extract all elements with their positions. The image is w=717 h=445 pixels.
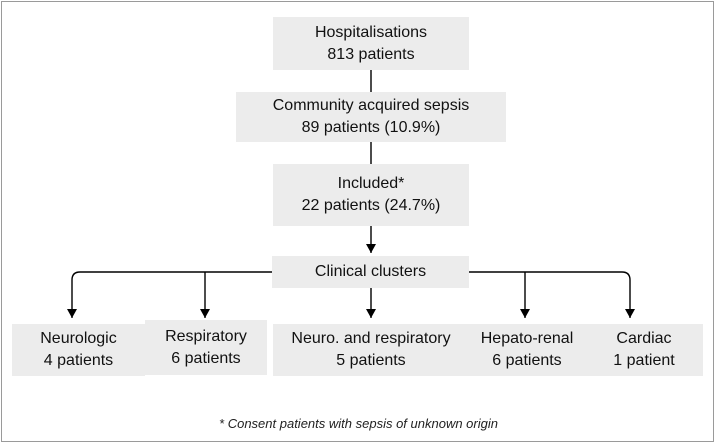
box-hepato-renal: Hepato-renal 6 patients [469,324,585,376]
neuro-resp-count: 5 patients [336,352,406,369]
cardiac-label: Cardiac [616,330,672,347]
neurologic-count: 4 patients [43,352,114,369]
box-included: Included* 22 patients (24.7%) [273,164,469,226]
cardiac-count: 1 patient [613,352,675,369]
hospitalisations-label: Hospitalisations [314,23,428,41]
arrowhead-respiratory [200,309,210,318]
included-count: 22 patients (24.7%) [301,197,441,214]
box-neuro-and-respiratory: Neuro. and respiratory 5 patients [273,324,469,376]
connector-to-neurologic [71,271,272,318]
arrowhead-neurologic [67,309,77,318]
box-cardiac: Cardiac 1 patient [585,324,703,376]
sepsis-label: Community acquired sepsis [272,97,470,114]
clusters-label: Clinical clusters [314,263,427,280]
hepato-renal-label: Hepato-renal [480,330,574,347]
neuro-resp-label: Neuro. and respiratory [291,330,451,347]
respiratory-label: Respiratory [165,327,247,345]
sepsis-count: 89 patients (10.9%) [301,119,441,136]
hepato-renal-count: 6 patients [492,352,562,369]
arrowhead-neuro-resp [366,309,376,318]
arrowhead-clusters [366,244,376,253]
hospitalisations-count: 813 patients [327,45,415,63]
box-neurologic: Neurologic 4 patients [12,324,145,376]
arrowhead-cardiac [625,309,635,318]
box-clinical-clusters: Clinical clusters [272,256,469,288]
footnote: * Consent patients with sepsis of unknow… [219,416,498,431]
arrowhead-hepato-renal [520,309,530,318]
box-hospitalisations: Hospitalisations 813 patients [273,17,469,70]
included-label: Included* [337,175,405,192]
respiratory-count: 6 patients [171,349,241,367]
neurologic-label: Neurologic [40,330,117,347]
connector-to-cardiac [469,271,631,318]
box-community-acquired-sepsis: Community acquired sepsis 89 patients (1… [236,92,506,142]
box-respiratory: Respiratory 6 patients [145,320,267,375]
